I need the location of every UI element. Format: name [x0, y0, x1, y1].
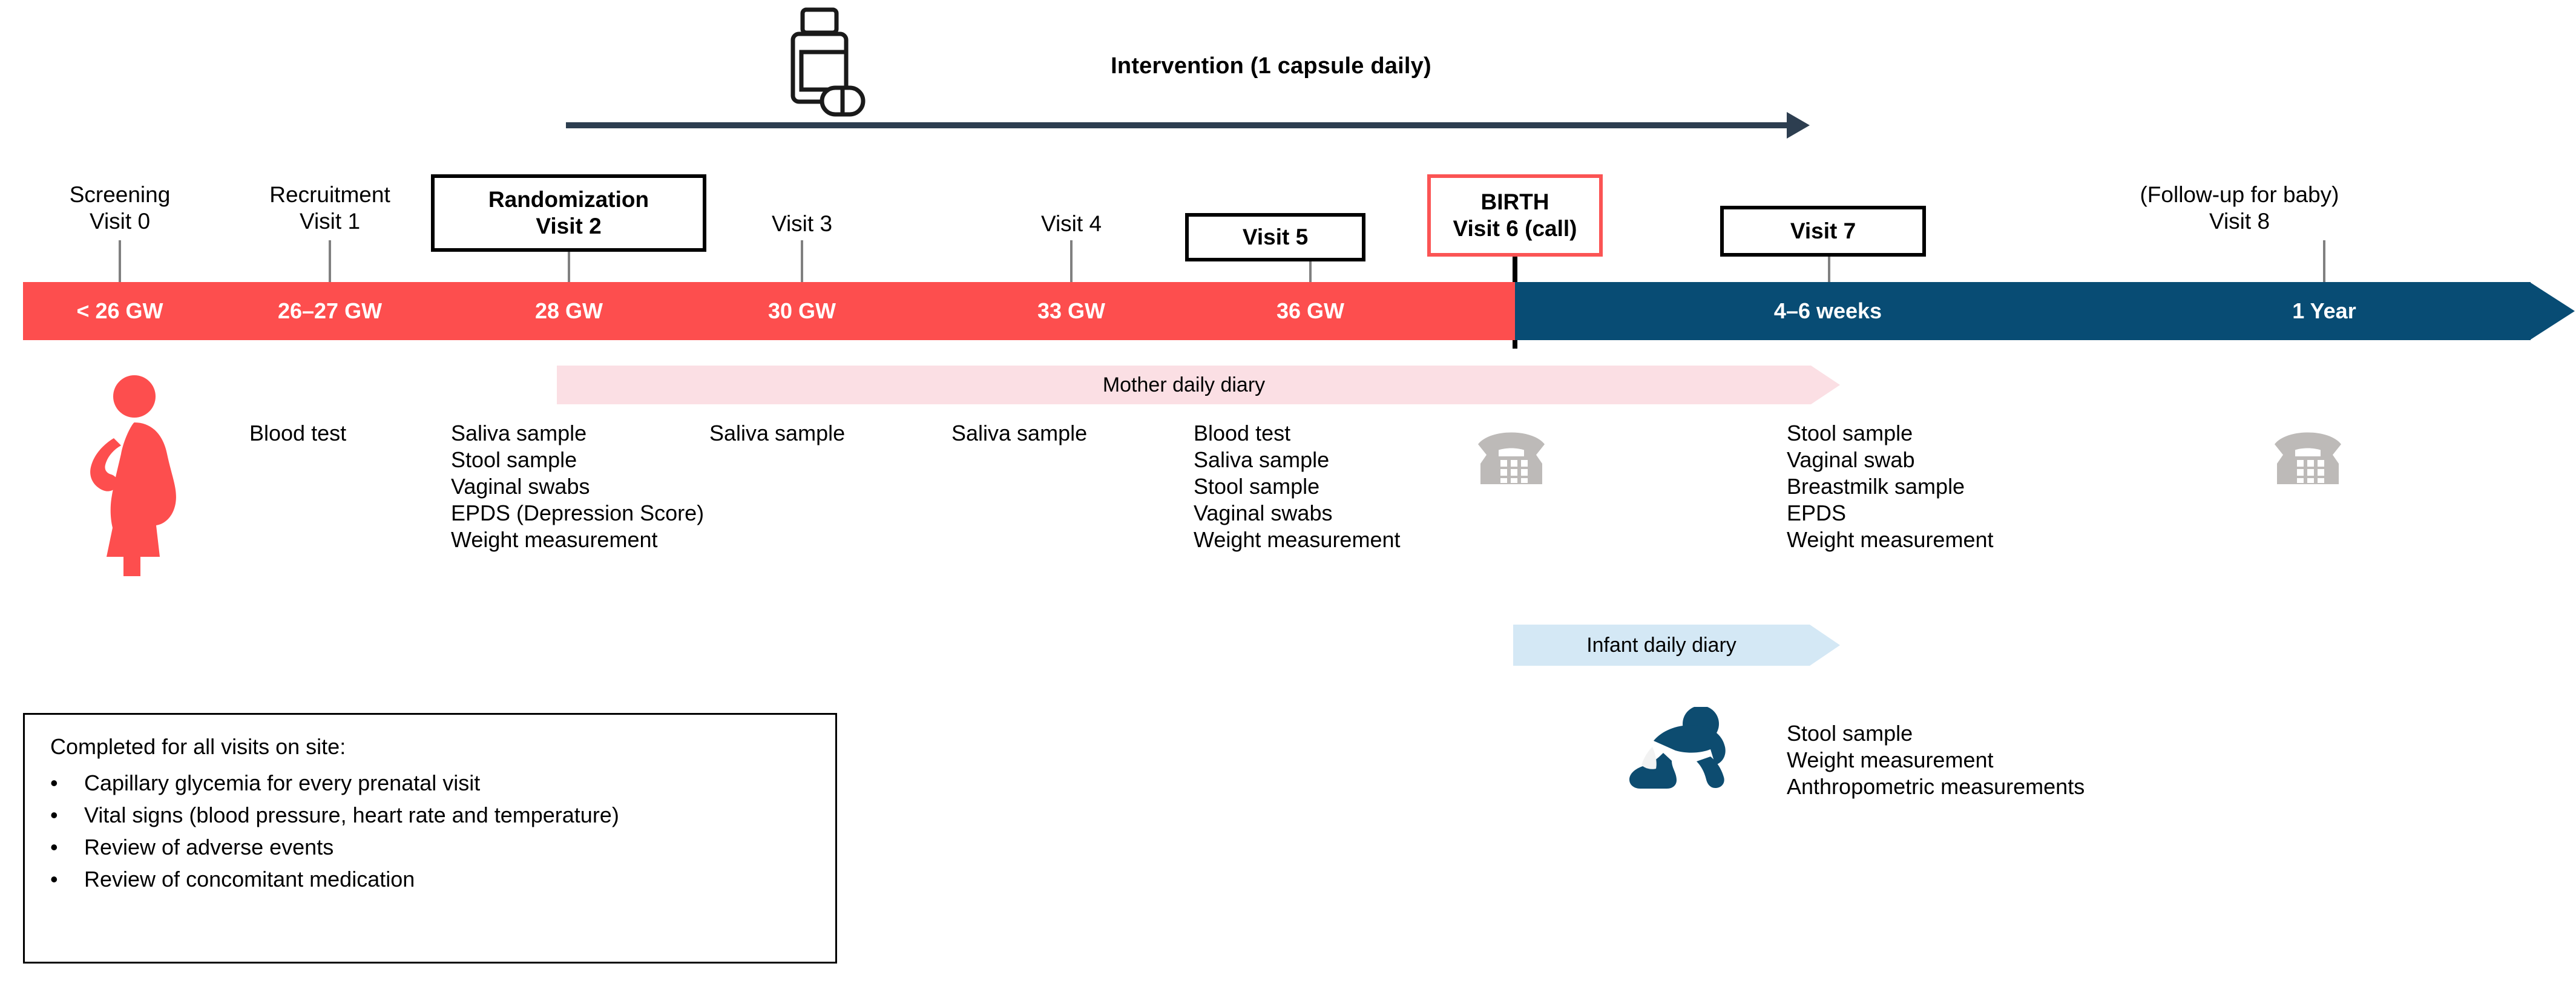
procedure-item: Vaginal swabs — [1194, 501, 1333, 525]
visit-1-line1: Recruitment — [269, 182, 390, 207]
intervention-arrow-line — [566, 122, 1787, 128]
bullet-icon: • — [50, 867, 58, 892]
procedure-item: Saliva sample — [709, 421, 846, 445]
timeline-arrow-head — [2531, 283, 2575, 340]
visit-6-line2: Visit 6 (call) — [1453, 216, 1577, 241]
visit-2-line2: Visit 2 — [536, 214, 602, 238]
procedure-item: Weight measurement — [1787, 527, 1994, 552]
segment-label-4: 33 GW — [1037, 298, 1106, 323]
all-visits-box: Completed for all visits on site: • Capi… — [23, 713, 837, 964]
mother-daily-diary-label: Mother daily diary — [1102, 373, 1266, 396]
visit-4-line2: Visit 4 — [1040, 211, 1102, 236]
visit-5-line2: Visit 5 — [1242, 225, 1309, 250]
procedure-item: Saliva sample — [951, 421, 1088, 445]
all-visits-item-label: Review of concomitant medication — [84, 867, 415, 892]
visit-label-1: Recruitment Visit 1 — [233, 182, 427, 234]
timeline-bar-prenatal — [23, 282, 1515, 340]
all-visits-item: • Vital signs (blood pressure, heart rat… — [50, 801, 835, 829]
procedure-item: Weight measurement — [1787, 747, 1994, 772]
procedure-item: EPDS (Depression Score) — [451, 501, 705, 525]
bullet-icon: • — [50, 803, 58, 827]
segment-label-3: 30 GW — [767, 298, 836, 323]
all-visits-item: • Review of adverse events — [50, 833, 835, 861]
pill-bottle-icon — [775, 5, 872, 120]
procedure-item: Blood test — [1194, 421, 1291, 445]
visit-1-line2: Visit 1 — [299, 208, 361, 234]
intervention-title: Intervention (1 capsule daily) — [1111, 53, 1431, 79]
procedure-item: Blood test — [249, 421, 347, 445]
visit-box-7[interactable]: Visit 7 — [1720, 206, 1926, 257]
segment-label-6: 4–6 weeks — [1773, 298, 1882, 323]
visit-2-line1: Randomization — [488, 187, 649, 212]
procedure-item: Saliva sample — [1194, 447, 1330, 472]
telephone-icon — [1472, 424, 1551, 487]
procedure-list-visit1: Blood test — [249, 420, 346, 447]
procedure-list-infant: Stool sample Weight measurement Anthropo… — [1787, 720, 2085, 800]
visit-label-8: (Follow-up for baby) Visit 8 — [2070, 182, 2409, 234]
all-visits-item-label: Capillary glycemia for every prenatal vi… — [84, 770, 481, 795]
visit-box-5[interactable]: Visit 5 — [1185, 213, 1365, 261]
all-visits-item: • Capillary glycemia for every prenatal … — [50, 769, 835, 796]
timeline-bar-postnatal — [1515, 282, 2531, 340]
bullet-icon: • — [50, 835, 58, 859]
visit-3-line2: Visit 3 — [771, 211, 833, 236]
procedure-item: Breastmilk sample — [1787, 474, 1965, 499]
visit-label-0: Screening Visit 0 — [23, 182, 217, 234]
segment-label-5: 36 GW — [1276, 298, 1345, 323]
procedure-item: Stool sample — [1787, 721, 1913, 746]
procedure-item: Vaginal swab — [1787, 447, 1915, 472]
procedure-list-visit5: Blood test Saliva sample Stool sample Va… — [1194, 420, 1401, 553]
visit-box-2[interactable]: Randomization Visit 2 — [431, 174, 706, 252]
segment-label-0: < 26 GW — [76, 298, 163, 323]
visit-8-line2: Visit 8 — [2209, 208, 2270, 234]
procedure-item: Weight measurement — [1194, 527, 1401, 552]
visit-box-6-birth[interactable]: BIRTH Visit 6 (call) — [1427, 174, 1603, 257]
procedure-list-visit2: Saliva sample Stool sample Vaginal swabs… — [451, 420, 704, 553]
procedure-item: Weight measurement — [451, 527, 658, 552]
visit-7-line2: Visit 7 — [1790, 218, 1856, 244]
pregnant-woman-icon — [85, 370, 188, 576]
mother-daily-diary-ribbon: Mother daily diary — [557, 366, 1840, 404]
crawling-baby-icon — [1629, 706, 1738, 789]
procedure-item: Saliva sample — [451, 421, 587, 445]
procedure-item: Vaginal swabs — [451, 474, 590, 499]
telephone-icon — [2269, 424, 2347, 487]
procedure-item: Stool sample — [451, 447, 577, 472]
infant-daily-diary-label: Infant daily diary — [1586, 633, 1736, 657]
visit-tick-1 — [329, 240, 331, 319]
visit-label-4: Visit 4 — [974, 211, 1168, 237]
visit-tick-0 — [119, 240, 121, 319]
bullet-icon: • — [50, 770, 58, 795]
intervention-arrow-head — [1787, 112, 1810, 139]
all-visits-title: Completed for all visits on site: — [50, 734, 346, 759]
visit-tick-8 — [2323, 240, 2325, 319]
visit-tick-4 — [1070, 240, 1073, 319]
procedure-list-visit3: Saliva sample — [709, 420, 845, 447]
procedure-item: Stool sample — [1787, 421, 1913, 445]
visit-8-line1: (Follow-up for baby) — [2140, 182, 2339, 207]
segment-label-1: 26–27 GW — [277, 298, 383, 323]
procedure-list-visit4: Saliva sample — [951, 420, 1087, 447]
visit-6-line1: BIRTH — [1480, 189, 1549, 215]
procedure-item: Anthropometric measurements — [1787, 774, 2085, 799]
procedure-list-visit7: Stool sample Vaginal swab Breastmilk sam… — [1787, 420, 1994, 553]
procedure-item: EPDS — [1787, 501, 1847, 525]
segment-label-7: 1 Year — [2292, 298, 2356, 323]
visit-label-3: Visit 3 — [705, 211, 899, 237]
visit-0-line1: Screening — [69, 182, 171, 207]
visit-0-line2: Visit 0 — [89, 208, 151, 234]
infant-daily-diary-ribbon: Infant daily diary — [1513, 625, 1840, 666]
all-visits-item: • Review of concomitant medication — [50, 865, 835, 893]
segment-label-2: 28 GW — [534, 298, 603, 323]
visit-tick-3 — [801, 240, 803, 319]
procedure-item: Stool sample — [1194, 474, 1320, 499]
all-visits-item-label: Vital signs (blood pressure, heart rate … — [84, 803, 619, 827]
all-visits-item-label: Review of adverse events — [84, 835, 334, 859]
